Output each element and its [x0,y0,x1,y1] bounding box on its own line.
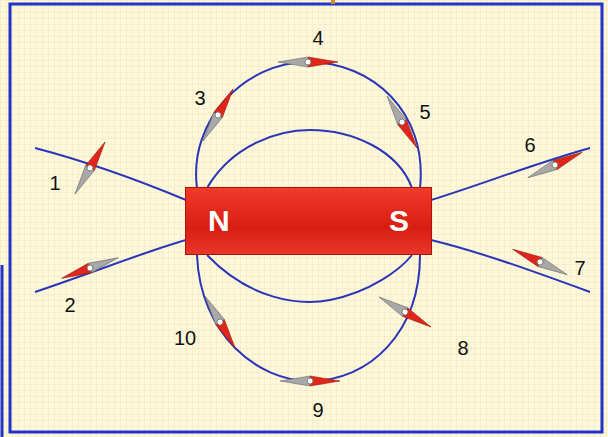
pole-letter: S [389,206,409,236]
bar-magnet: NS [185,187,432,255]
callout-number: 3 [194,88,205,108]
compass-needles [60,57,584,386]
field-lines [35,62,590,381]
edge-mark [331,0,335,4]
callout-number: 10 [174,328,196,348]
callout-number: 2 [64,295,75,315]
callout-number: 7 [574,258,585,278]
callout-number: 6 [524,135,535,155]
callout-number: 5 [419,102,430,122]
callout-number: 8 [457,338,468,358]
frame [10,4,602,432]
callout-number: 9 [312,400,323,420]
pole-letter: N [208,206,230,236]
callout-number: 1 [49,173,60,193]
callout-number: 4 [312,28,323,48]
edge-mark [1,265,4,437]
